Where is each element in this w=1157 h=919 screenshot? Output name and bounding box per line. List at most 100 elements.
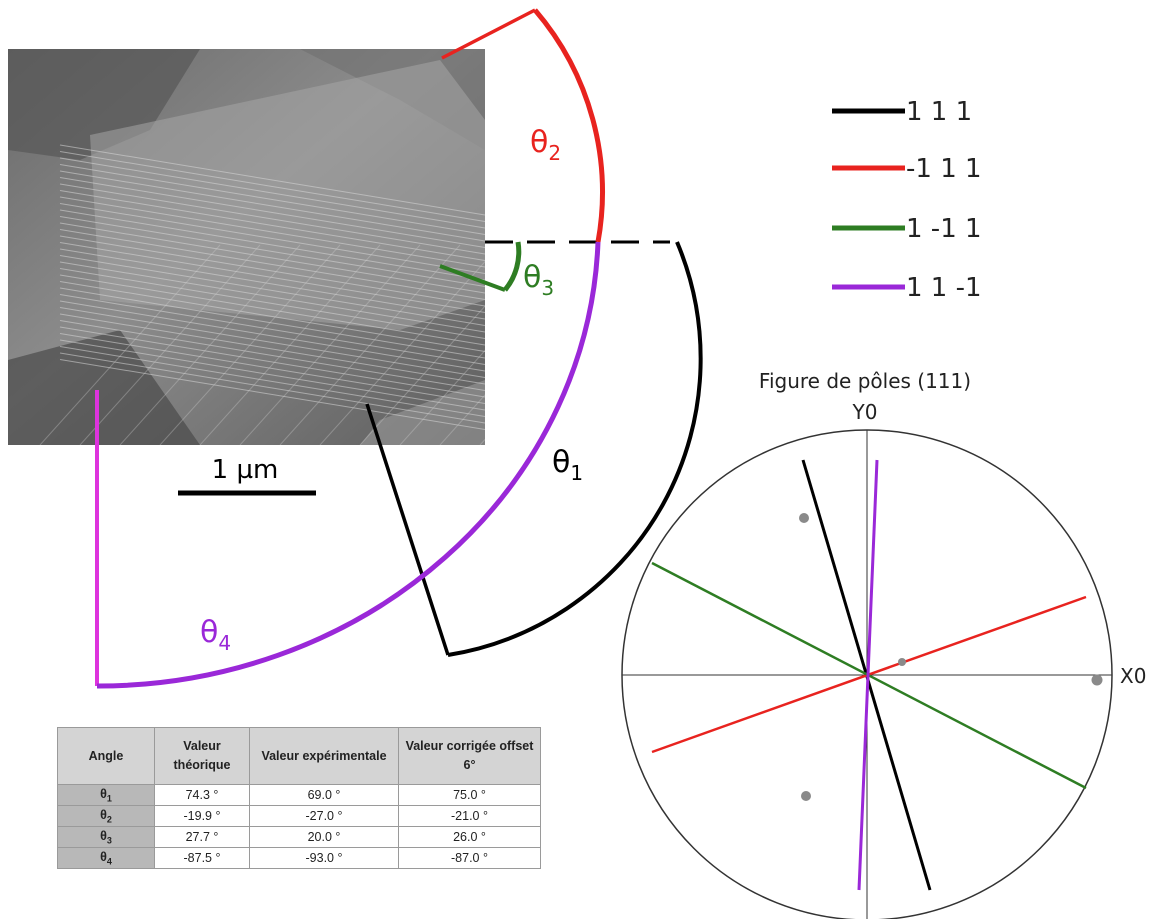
legend-item: 1 1 1 [832, 97, 972, 127]
twin-boundary-line [59, 274, 485, 346]
twin-boundary-line [59, 164, 485, 235]
angle-label-theta3: θ3 [523, 260, 554, 300]
slip-trace-line [199, 244, 381, 445]
twin-boundary-line [59, 151, 485, 222]
twin-boundary-line [59, 203, 485, 274]
twin-boundary-line [59, 339, 485, 411]
direction-line-1m11 [439, 264, 506, 292]
pole-point [1091, 674, 1103, 686]
twin-boundary-line [59, 196, 485, 268]
table-header: Valeur corrigée offset 6° [398, 727, 541, 785]
twin-boundary-line [59, 190, 485, 261]
table-header: Valeur théorique [154, 727, 250, 785]
twin-boundary-line [59, 229, 485, 300]
pole-point [898, 658, 906, 666]
arc-theta3 [503, 241, 522, 292]
table-row: θ3 27.7 ° 20.0 ° 26.0 ° [57, 826, 541, 848]
angle-label-theta4: θ4 [200, 615, 231, 655]
arc-theta1 [447, 241, 703, 657]
legend-label: 1 1 -1 [906, 273, 982, 303]
legend-label: 1 1 1 [906, 97, 972, 127]
angle-label-theta2: θ2 [530, 125, 561, 165]
table-cell: 75.0 ° [398, 784, 541, 806]
twin-boundary-line [59, 346, 485, 417]
table-cell: 69.0 ° [249, 784, 399, 806]
table-cell-angle: θ1 [57, 784, 155, 806]
slip-trace-line [79, 244, 261, 445]
table-cell: -27.0 ° [249, 805, 399, 827]
scale-bar-label: 1 µm [212, 455, 279, 485]
table-cell: 74.3 ° [154, 784, 250, 806]
table-cell: -87.0 ° [398, 847, 541, 869]
direction-line-m111 [441, 8, 536, 60]
twin-boundary-line [59, 294, 485, 365]
legend-item: 1 -1 1 [832, 214, 982, 244]
arc-theta4 [96, 241, 601, 689]
slip-trace-line [239, 244, 421, 445]
slip-trace-line [119, 244, 301, 445]
table-row: θ1 74.3 ° 69.0 ° 75.0 ° [57, 784, 541, 806]
table-header: Valeur expérimentale [249, 727, 399, 785]
slip-trace-line [479, 438, 485, 445]
table-cell: 27.7 ° [154, 826, 250, 848]
pole-figure-x-label: X0 [1120, 664, 1146, 688]
table-cell: -93.0 ° [249, 847, 399, 869]
legend-item: -1 1 1 [832, 154, 982, 184]
twin-boundary-line [59, 177, 485, 248]
twin-boundary-line [59, 300, 485, 372]
arc-theta2 [533, 8, 605, 243]
table-cell: 26.0 ° [398, 826, 541, 848]
pole-points [799, 513, 1103, 801]
table-cell-angle: θ2 [57, 805, 155, 827]
twin-boundary-line [59, 209, 485, 281]
twin-boundary-line [59, 255, 485, 326]
twin-boundary-line [59, 216, 485, 287]
pole-figure-y-label: Y0 [852, 400, 878, 424]
table-row: θ2 -19.9 ° -27.0 ° -21.0 ° [57, 805, 541, 827]
slip-trace-line [399, 349, 485, 445]
twin-boundary-line [59, 352, 485, 424]
twin-boundary-line [59, 170, 485, 242]
legend-item: 1 1 -1 [832, 273, 982, 303]
twin-boundary-line [59, 359, 485, 430]
twin-boundary-line [59, 320, 485, 391]
twin-boundary-line [59, 326, 485, 398]
twin-boundary-line [59, 144, 485, 216]
table-cell: -87.5 ° [154, 847, 250, 869]
legend-label: -1 1 1 [906, 154, 982, 184]
pole-point [799, 513, 809, 523]
slip-trace-line [279, 244, 461, 445]
twin-boundary-line [59, 287, 485, 359]
table-row: θ4 -87.5 ° -93.0 ° -87.0 ° [57, 847, 541, 869]
pole-point [801, 791, 811, 801]
twin-boundary-line [59, 307, 485, 378]
twin-boundary-line [59, 268, 485, 339]
pole-figure-title: Figure de pôles (111) [759, 369, 971, 393]
twin-boundary-line [59, 261, 485, 333]
twin-boundary-line [59, 157, 485, 229]
slip-trace-line [439, 394, 485, 445]
twin-boundary-line [59, 281, 485, 352]
twin-boundary-line [59, 222, 485, 294]
twin-boundary-line [59, 235, 485, 307]
legend-label: 1 -1 1 [906, 214, 982, 244]
twin-boundary-line [59, 183, 485, 255]
twin-boundary-line [59, 248, 485, 320]
slip-trace-line [39, 244, 221, 445]
table-cell: -21.0 ° [398, 805, 541, 827]
angle-table: Angle Valeur théorique Valeur expériment… [57, 727, 541, 869]
legend: 1 1 1 -1 1 1 1 -1 1 1 1 -1 [832, 97, 982, 303]
table-header-row: Angle Valeur théorique Valeur expériment… [57, 727, 541, 785]
table-header: Angle [57, 727, 155, 785]
twin-boundary-line [59, 313, 485, 385]
pole-trace-11m1 [857, 459, 879, 891]
table-cell-angle: θ4 [57, 847, 155, 869]
direction-line-111 [365, 403, 450, 656]
twin-boundary-line [59, 333, 485, 404]
table-cell: -19.9 ° [154, 805, 250, 827]
sem-micrograph [8, 49, 485, 445]
twin-boundary-line [59, 242, 485, 313]
table-cell: 20.0 ° [249, 826, 399, 848]
pole-figure: Figure de pôles (111) Y0 X0 [621, 369, 1146, 919]
